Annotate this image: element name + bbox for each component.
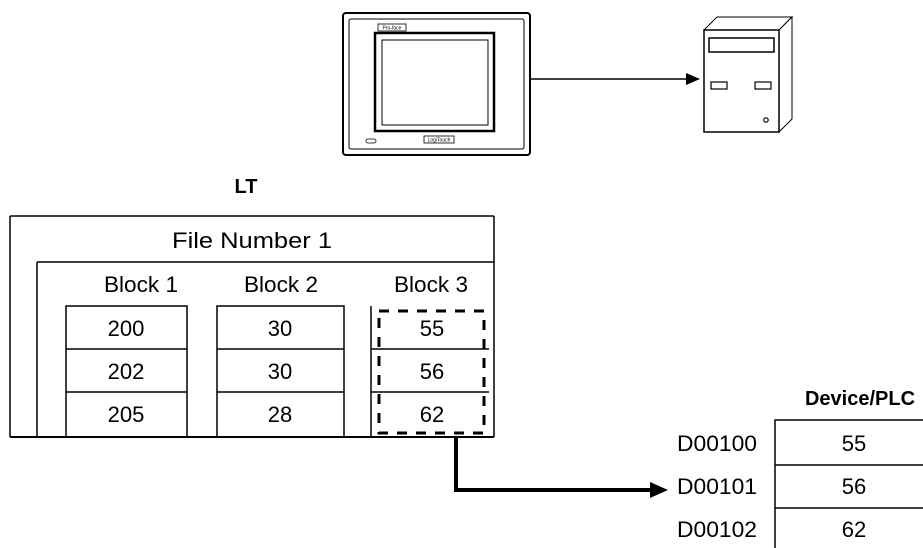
device-address: D00101 [677,474,757,499]
block-2-column: 30 30 28 [216,305,345,438]
block-3-cell: 55 [420,316,444,341]
lt-file-table: File Number 1 Block 1 Block 2 Block 3 20… [9,215,495,438]
block-1-header: Block 1 [104,272,178,297]
hmi-brand-logo: Pro-face [383,26,402,32]
plc-unit-icon [702,15,794,134]
device-value: 56 [842,474,866,499]
block-3-column: 55 56 62 [370,306,489,437]
hmi-model-logo: LogiTouch [428,138,451,144]
block-3-cell: 56 [420,359,444,384]
device-address: D00102 [677,517,757,542]
block-3-cell: 62 [420,402,444,427]
block-1-cell: 205 [108,402,145,427]
device-table: Device/PLC D00100 D00101 D00102 55 56 62 [677,388,923,548]
device-value: 62 [842,517,866,542]
device-address: D00100 [677,431,757,456]
hmi-panel-icon: Pro-face LogiTouch [342,12,531,156]
block-2-cell: 28 [268,402,292,427]
block-2-header: Block 2 [244,272,318,297]
block-3-header: Block 3 [394,272,468,297]
lt-label: LT [235,176,258,198]
block-1-cell: 202 [108,359,145,384]
block-2-cell: 30 [268,359,292,384]
file-number-label: File Number 1 [172,228,332,253]
transfer-arrow-icon [454,437,668,498]
connection-arrow-icon [530,73,700,85]
block-2-cell: 30 [268,316,292,341]
device-value: 55 [842,431,866,456]
device-title: Device/PLC [805,388,915,410]
block-1-column: 200 202 205 [65,305,188,438]
block-1-cell: 200 [108,316,145,341]
